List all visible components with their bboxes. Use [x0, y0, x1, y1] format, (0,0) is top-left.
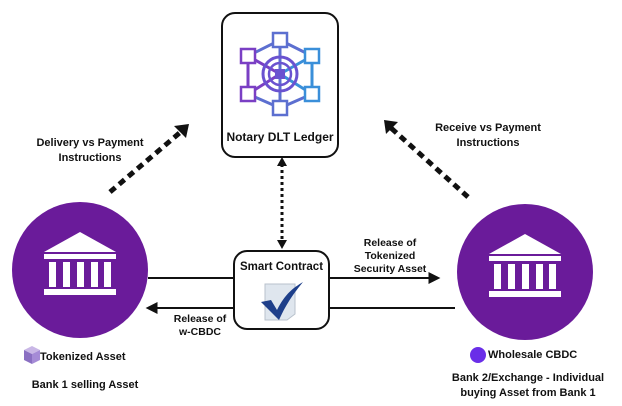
dvp-label-line2: Instructions [58, 152, 122, 164]
ledger-contract-arrow-head-up [277, 157, 287, 166]
tokenized-asset-label: Tokenized Asset [40, 351, 126, 363]
dvp-arrow [108, 128, 185, 194]
rvp-label-line1: Receive vs Payment [435, 122, 541, 134]
ledger-contract-arrow-head-down [277, 240, 287, 249]
bank1-node [12, 202, 148, 338]
security-label-line1: Release of [363, 237, 417, 249]
contract-label: Smart Contract [239, 261, 324, 273]
rvp-label-line2: Instructions [456, 137, 520, 149]
dvp-label-line1: Delivery vs Payment [36, 137, 144, 149]
blockchain-network-icon [239, 31, 321, 117]
cbdc-label-line1: Release of [173, 313, 227, 325]
bank1-caption: Bank 1 selling Asset [31, 379, 139, 391]
bank2-node [457, 204, 593, 340]
bank2-caption-line1: Bank 2/Exchange - Individual [451, 372, 605, 384]
cbdc-coin-icon [470, 347, 486, 363]
rvp-arrow [389, 126, 470, 199]
cbdc-label-line2: w-CBDC [179, 326, 221, 338]
rvp-arrow-head [384, 120, 398, 134]
token-cube-icon [24, 346, 40, 364]
ledger-label: Notary DLT Ledger [226, 130, 334, 144]
checkmark-document-icon [261, 282, 303, 321]
bank-icon [44, 232, 116, 295]
security-label-line2: Tokenized [364, 250, 416, 262]
security-label-line3: Security Asset [353, 263, 427, 275]
contract-node: Smart Contract [233, 250, 330, 330]
bank-icon [489, 234, 561, 297]
bank2-caption-line2: buying Asset from Bank 1 [460, 387, 596, 399]
dvp-arrow-head [174, 124, 189, 138]
wholesale-cbdc-label: Wholesale CBDC [488, 349, 578, 361]
ledger-node: Notary DLT Ledger [221, 12, 339, 158]
